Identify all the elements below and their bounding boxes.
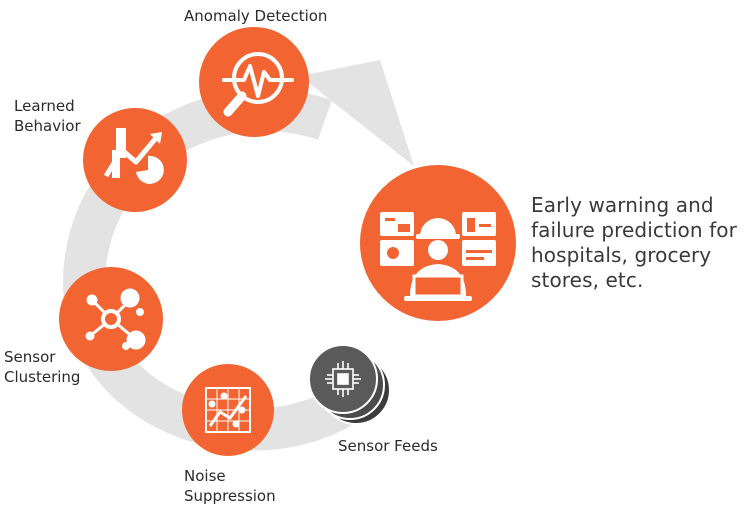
sensor-clustering-label: Sensor Clustering	[4, 348, 81, 386]
engineer-dashboard-icon	[380, 212, 496, 301]
scatter-grid-icon	[205, 387, 251, 433]
learned-behavior-node	[83, 108, 187, 212]
magnifier-pulse-icon	[222, 52, 294, 117]
sensor-feeds-node	[308, 344, 391, 425]
anomaly-detection-node	[199, 27, 309, 137]
noise-suppression-label: Noise Suppression	[184, 467, 276, 505]
noise-suppression-node	[182, 364, 274, 456]
outcome-text: Early warning and failure prediction for…	[531, 193, 737, 292]
anomaly-detection-label: Anomaly Detection	[184, 7, 328, 25]
bar-chart-trend-icon	[103, 128, 164, 184]
sensor-clustering-node	[59, 267, 163, 371]
outcome-node	[360, 165, 516, 321]
learned-behavior-label: Learned Behavior	[14, 97, 81, 135]
chip-icon	[325, 361, 361, 397]
sensor-feeds-label: Sensor Feeds	[338, 437, 438, 455]
network-cluster-icon	[85, 288, 146, 350]
